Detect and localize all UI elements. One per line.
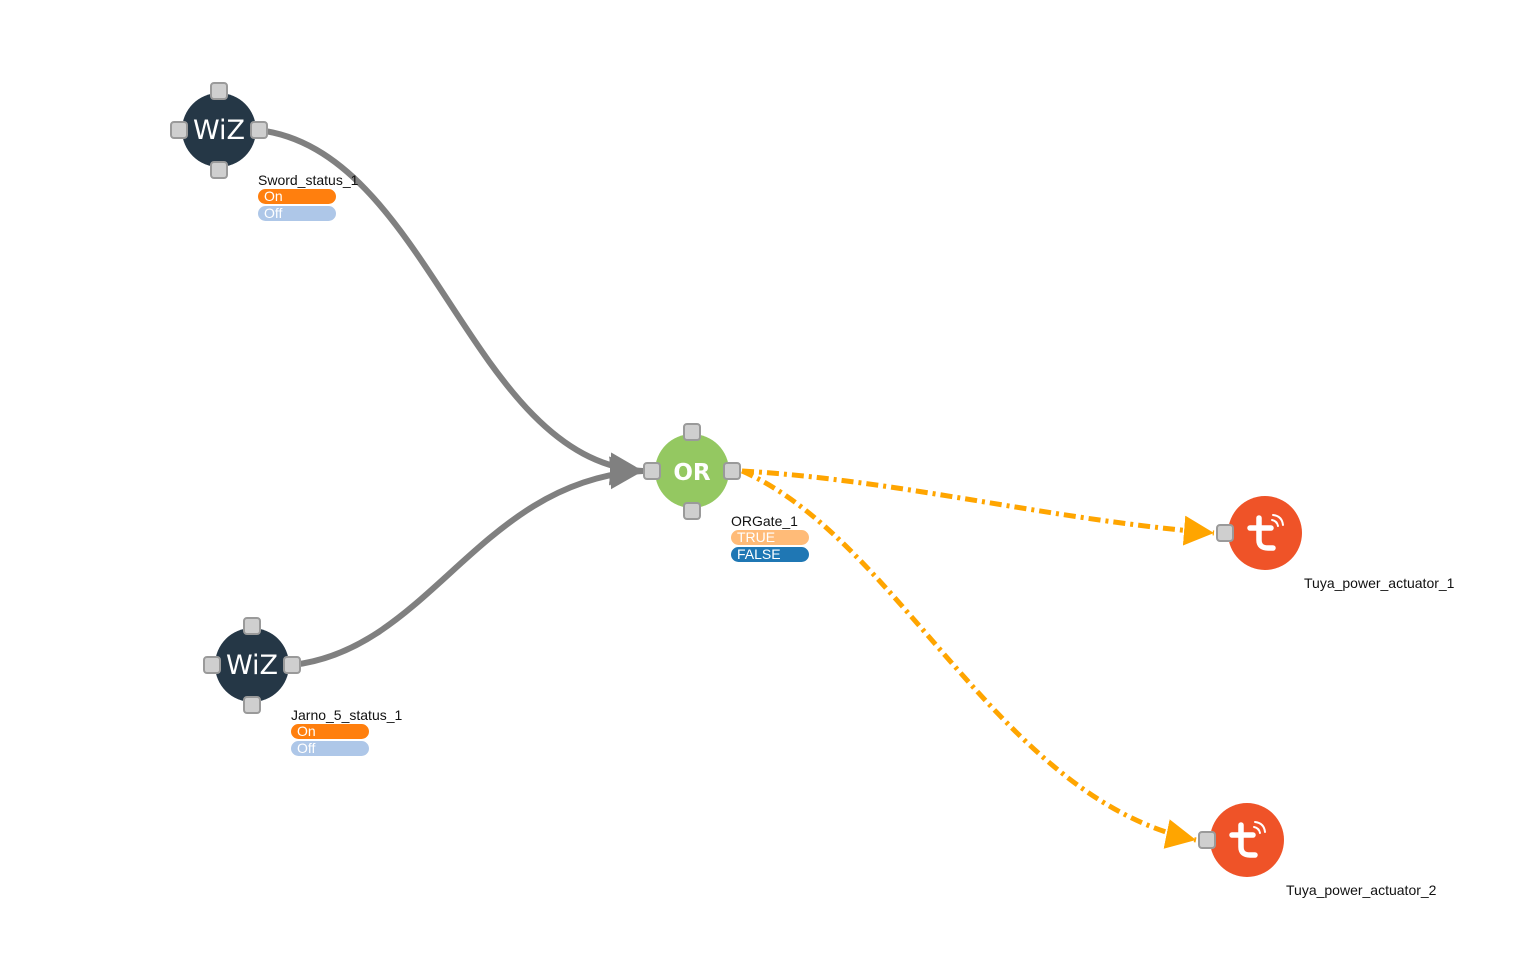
state-pill-true[interactable]: TRUE	[731, 530, 809, 545]
state-pill-false[interactable]: FALSE	[731, 547, 809, 562]
state-pill-off[interactable]: Off	[291, 741, 369, 756]
or-gate-icon: OR	[673, 460, 711, 486]
port-left[interactable]	[1198, 831, 1216, 849]
node-tuya-actuator-1[interactable]	[1216, 496, 1302, 570]
port-left[interactable]	[1216, 524, 1234, 542]
tuya-logo-icon	[1247, 514, 1284, 551]
wiz-node-circle	[182, 93, 256, 167]
state-pill-off[interactable]: Off	[258, 206, 336, 221]
edge-orgate-to-tuya1[interactable]	[741, 468, 1215, 546]
port-top[interactable]	[210, 82, 228, 100]
port-left[interactable]	[170, 121, 188, 139]
port-bottom[interactable]	[210, 161, 228, 179]
port-top[interactable]	[683, 423, 701, 441]
port-right[interactable]	[283, 656, 301, 674]
node-tuya-actuator-2[interactable]	[1198, 803, 1284, 877]
node-sword-status[interactable]: WiZ	[170, 82, 268, 179]
port-right[interactable]	[250, 121, 268, 139]
node-label-orgate: ORGate_1	[731, 513, 798, 529]
node-label-tuya2: Tuya_power_actuator_2	[1286, 882, 1437, 898]
edge-sword-to-orgate[interactable]	[257, 127, 644, 486]
edge-orgate-to-tuya2[interactable]	[740, 468, 1197, 849]
node-label-jarno: Jarno_5_status_1	[291, 707, 403, 723]
wiz-logo-icon: WiZ	[193, 115, 245, 146]
wiz-node-circle	[215, 628, 289, 702]
port-top[interactable]	[243, 617, 261, 635]
tuya-logo-icon	[1229, 821, 1266, 858]
tuya-node-circle	[1228, 496, 1302, 570]
edge-jarno-to-orgate[interactable]	[291, 456, 644, 668]
tuya-node-circle	[1210, 803, 1284, 877]
node-label-tuya1: Tuya_power_actuator_1	[1304, 575, 1455, 591]
port-bottom[interactable]	[683, 502, 701, 520]
port-left[interactable]	[643, 462, 661, 480]
port-left[interactable]	[203, 656, 221, 674]
port-right[interactable]	[723, 462, 741, 480]
wiz-logo-icon: WiZ	[226, 650, 278, 681]
state-pill-on[interactable]: On	[291, 724, 369, 739]
node-orgate[interactable]: OR	[643, 423, 741, 520]
node-jarno-status[interactable]: WiZ	[203, 617, 301, 714]
state-pill-on[interactable]: On	[258, 189, 336, 204]
or-gate-circle	[655, 434, 729, 508]
port-bottom[interactable]	[243, 696, 261, 714]
node-label-sword: Sword_status_1	[258, 172, 359, 188]
